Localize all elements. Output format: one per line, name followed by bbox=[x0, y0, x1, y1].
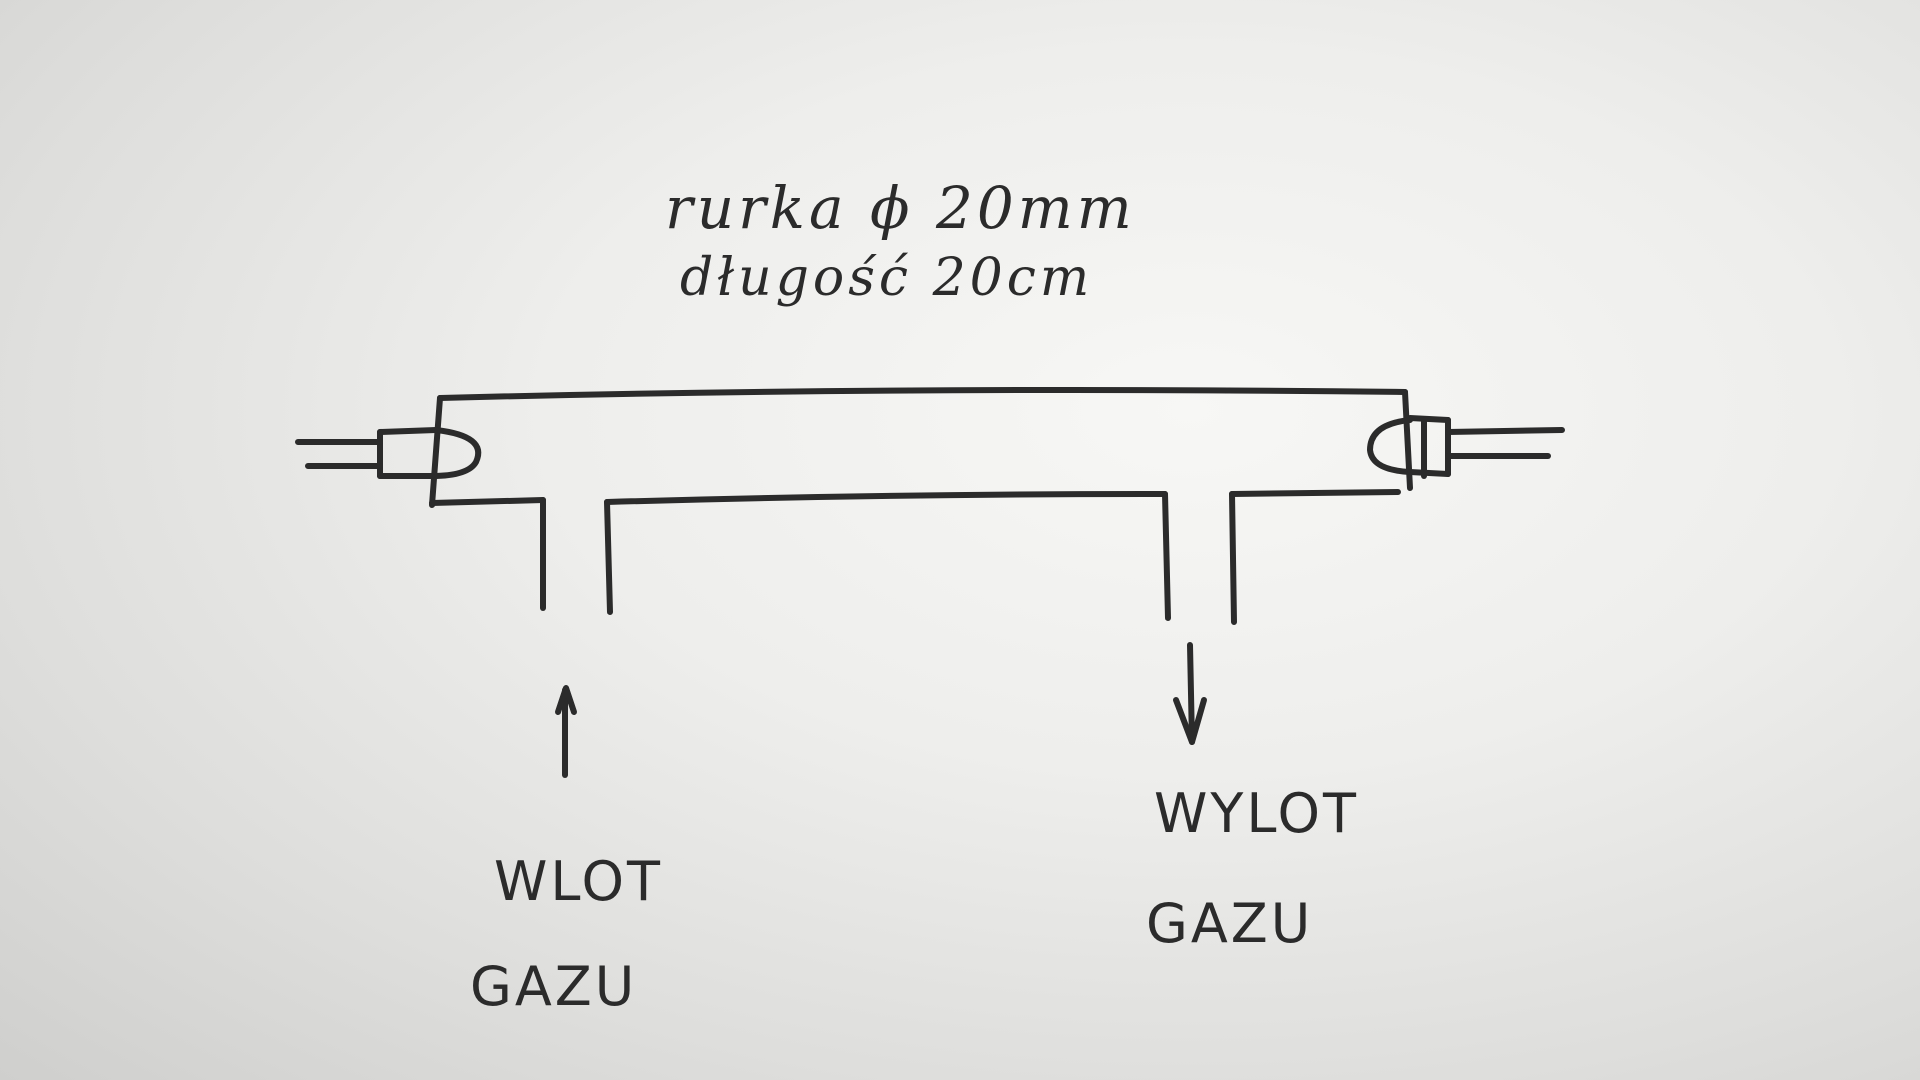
outlet-arrow-icon bbox=[1173, 642, 1207, 745]
tube-bottom-wall-middle bbox=[604, 491, 1168, 505]
right-wire-top bbox=[1445, 427, 1565, 435]
inlet-label-line2: GAZU bbox=[470, 955, 637, 1018]
tube-body bbox=[429, 387, 1413, 508]
tube-left-end-wall bbox=[429, 395, 443, 508]
outlet-stub bbox=[1162, 491, 1237, 625]
inlet-arrow-icon bbox=[555, 685, 577, 778]
tube-bottom-wall-right bbox=[1229, 489, 1401, 497]
inlet-label-line1: WLOT bbox=[494, 850, 663, 913]
tube-top-wall bbox=[437, 387, 1408, 401]
tube-bottom-wall-left bbox=[429, 497, 546, 506]
outlet-label-line2: GAZU bbox=[1146, 892, 1313, 955]
left-end-cap bbox=[295, 427, 482, 479]
outlet-label-line1: WYLOT bbox=[1154, 782, 1359, 845]
inlet-stub bbox=[540, 497, 613, 615]
note-line-length: długość 20cm bbox=[680, 248, 1093, 308]
right-end-cap bbox=[1367, 415, 1565, 479]
note-line-diameter: rurka ϕ 20mm bbox=[665, 174, 1136, 242]
